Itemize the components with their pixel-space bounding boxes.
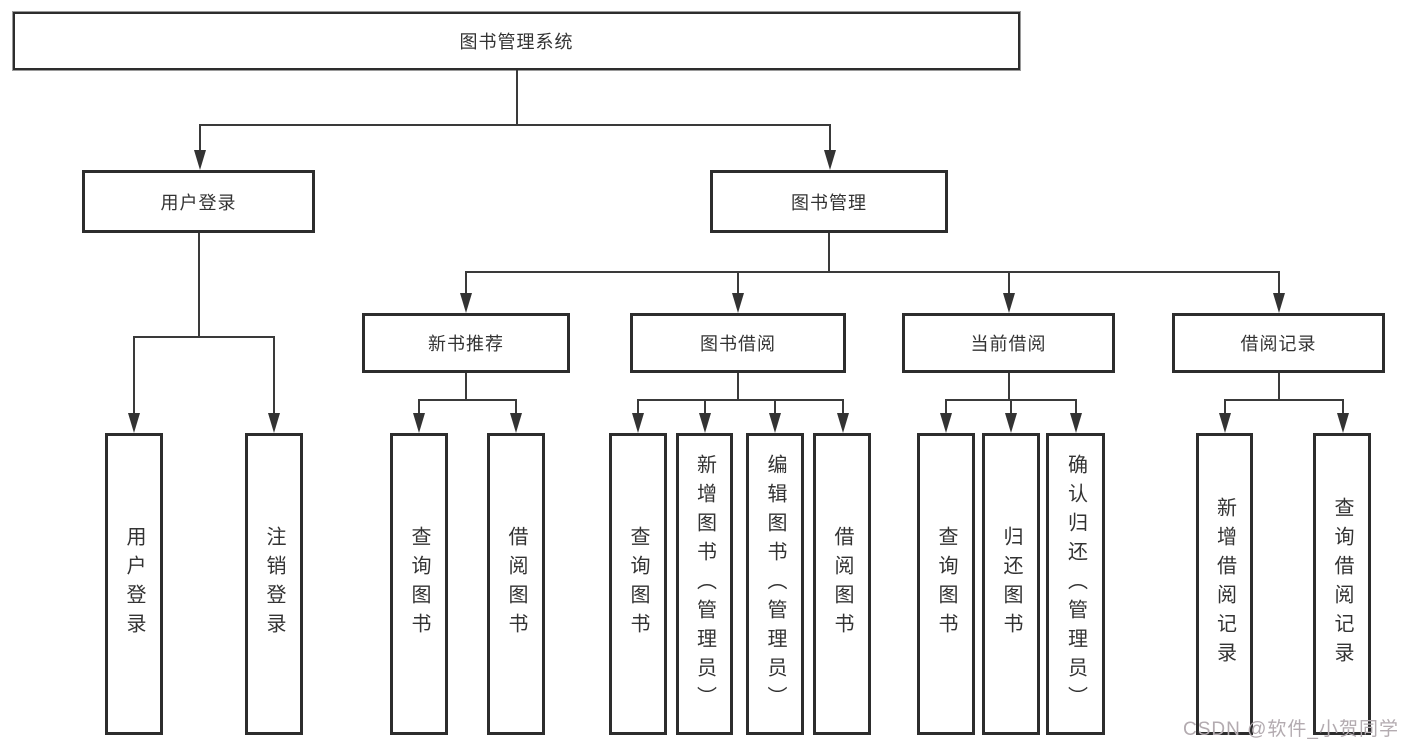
leaf-query-borrow-record: 查询借阅记录	[1313, 433, 1371, 735]
arrowhead-icon	[460, 293, 472, 313]
arrowhead-icon	[1003, 293, 1015, 313]
arrowhead-icon	[732, 293, 744, 313]
node-label: 新书推荐	[428, 334, 504, 354]
node-label: 查询图书	[935, 526, 957, 642]
leaf-recommend-borrow-books: 借阅图书	[487, 433, 545, 735]
node-label: 查询图书	[408, 526, 430, 642]
arrowhead-icon	[194, 150, 206, 170]
node-new-book-recommend: 新书推荐	[362, 313, 570, 373]
connector-vline	[198, 233, 200, 336]
arrowhead-icon	[128, 413, 140, 433]
node-label: 编辑图书（管理员）	[764, 453, 786, 715]
arrowhead-icon	[699, 413, 711, 433]
connector-vline	[465, 373, 467, 399]
node-label: 新增借阅记录	[1213, 497, 1236, 671]
node-label: 注销登录	[263, 526, 285, 642]
arrowhead-icon	[510, 413, 522, 433]
connector-vline	[774, 399, 776, 413]
node-label: 图书管理系统	[459, 32, 574, 52]
node-label: 新增图书（管理员）	[693, 453, 716, 715]
arrowhead-icon	[1273, 293, 1285, 313]
arrowhead-icon	[940, 413, 952, 433]
node-label: 图书管理	[791, 192, 867, 213]
leaf-add-books-admin: 新增图书（管理员）	[676, 433, 733, 735]
connector-vline	[199, 124, 201, 152]
node-label: 确认归还（管理员）	[1064, 453, 1087, 715]
connector-vline	[1342, 399, 1344, 413]
connector-hline	[465, 271, 1279, 273]
leaf-user-login: 用户登录	[105, 433, 163, 735]
arrowhead-icon	[824, 150, 836, 170]
connector-hline	[637, 399, 843, 401]
connector-vline	[516, 70, 518, 124]
leaf-confirm-return-admin: 确认归还（管理员）	[1046, 433, 1105, 735]
arrowhead-icon	[1337, 413, 1349, 433]
connector-vline	[842, 399, 844, 413]
arrowhead-icon	[632, 413, 644, 433]
node-label: 图书借阅	[700, 334, 776, 354]
connector-vline	[737, 373, 739, 399]
node-label: 借阅图书	[831, 526, 853, 642]
node-current-borrow: 当前借阅	[902, 313, 1115, 373]
connector-vline	[465, 271, 467, 293]
connector-vline	[1075, 399, 1077, 413]
leaf-recommend-query-books: 查询图书	[390, 433, 448, 735]
connector-vline	[1224, 399, 1226, 413]
arrowhead-icon	[268, 413, 280, 433]
node-label: 归还图书	[1000, 526, 1022, 642]
node-borrow-records: 借阅记录	[1172, 313, 1385, 373]
node-label: 用户登录	[123, 526, 145, 642]
connector-vline	[945, 399, 947, 413]
connector-vline	[829, 124, 831, 152]
arrowhead-icon	[769, 413, 781, 433]
connector-vline	[133, 336, 135, 413]
node-root-system: 图书管理系统	[13, 12, 1020, 70]
node-user-login: 用户登录	[82, 170, 315, 233]
node-book-borrow: 图书借阅	[630, 313, 846, 373]
connector-hline	[199, 124, 831, 126]
connector-vline	[704, 399, 706, 413]
connector-vline	[1008, 373, 1010, 399]
node-label: 查询借阅记录	[1331, 497, 1353, 671]
node-label: 查询图书	[627, 526, 649, 642]
leaf-add-borrow-record: 新增借阅记录	[1196, 433, 1253, 735]
arrowhead-icon	[1070, 413, 1082, 433]
connector-hline	[418, 399, 516, 401]
leaf-borrow-query-books: 查询图书	[609, 433, 667, 735]
node-label: 借阅图书	[505, 526, 527, 642]
connector-vline	[1010, 399, 1012, 413]
connector-vline	[273, 336, 275, 413]
leaf-logout: 注销登录	[245, 433, 303, 735]
leaf-edit-books-admin: 编辑图书（管理员）	[746, 433, 804, 735]
connector-vline	[515, 399, 517, 413]
leaf-current-query-books: 查询图书	[917, 433, 975, 735]
connector-vline	[737, 271, 739, 293]
connector-vline	[418, 399, 420, 413]
connector-vline	[637, 399, 639, 413]
arrowhead-icon	[1005, 413, 1017, 433]
node-label: 用户登录	[160, 192, 237, 213]
arrowhead-icon	[837, 413, 849, 433]
leaf-return-books: 归还图书	[982, 433, 1040, 735]
node-book-management: 图书管理	[710, 170, 948, 233]
connector-vline	[1008, 271, 1010, 293]
connector-vline	[828, 233, 830, 271]
node-label: 当前借阅	[970, 334, 1047, 354]
connector-hline	[1224, 399, 1343, 401]
arrowhead-icon	[1219, 413, 1231, 433]
leaf-borrow-books: 借阅图书	[813, 433, 871, 735]
connector-vline	[1278, 271, 1280, 293]
connector-hline	[133, 336, 275, 338]
connector-vline	[1278, 373, 1280, 399]
node-label: 借阅记录	[1240, 334, 1317, 354]
arrowhead-icon	[413, 413, 425, 433]
